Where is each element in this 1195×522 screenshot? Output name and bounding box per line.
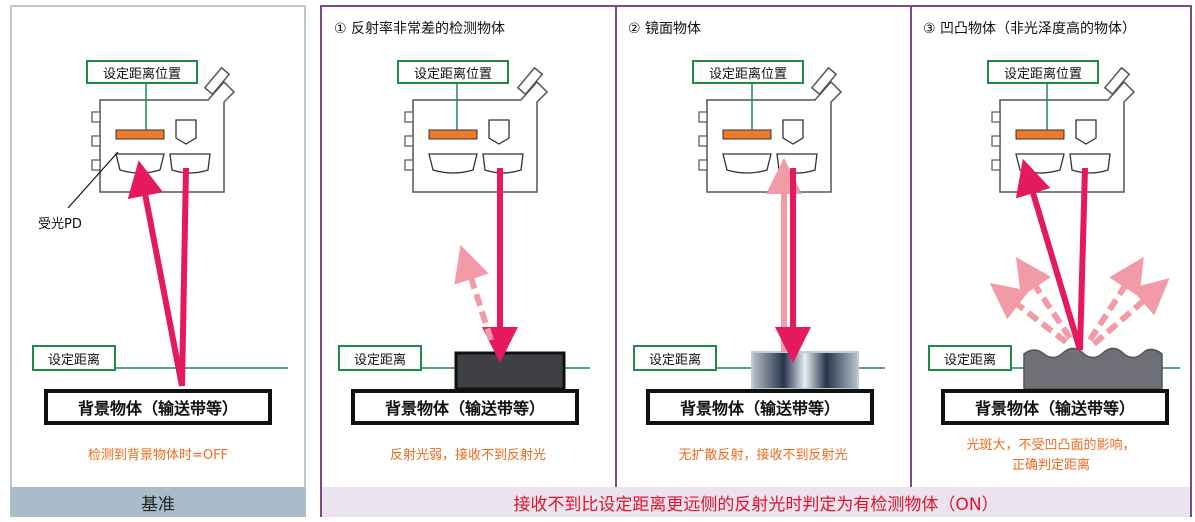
set-distance-label: 设定距离 xyxy=(928,345,1012,371)
sensor-icon xyxy=(404,67,548,193)
set-distance-label: 设定距离 xyxy=(633,345,717,371)
set-position-label: 设定距离位置 xyxy=(86,60,198,84)
panel-title: ① 反射率非常差的检测物体 xyxy=(334,21,506,37)
rough-object xyxy=(1023,347,1163,390)
panel-caption: 反射光弱，接收不到反射光 xyxy=(389,448,546,463)
panel-caption: 检测到背景物体时=OFF xyxy=(87,448,229,463)
set-position-label: 设定距离位置 xyxy=(987,60,1099,84)
panel-caption: 无扩散反射，接收不到反射光 xyxy=(678,448,848,463)
background-object-label: 背景物体（输送带等） xyxy=(646,389,874,425)
reference-footer: 基准 xyxy=(10,487,306,517)
panel-caption-line: 光斑大，不受凹凸面的影响， xyxy=(966,438,1136,453)
background-object-label: 背景物体（输送带等） xyxy=(941,389,1169,425)
set-distance-label: 设定距离 xyxy=(338,345,422,371)
conclusion-footer: 接收不到比设定距离更远侧的反射光时判定为有检测物体（ON） xyxy=(322,487,1190,517)
background-object-label: 背景物体（输送带等） xyxy=(44,389,272,425)
panel-divider xyxy=(615,5,617,487)
set-position-label: 设定距离位置 xyxy=(692,60,804,84)
dark-object xyxy=(454,351,566,391)
sensor-icon xyxy=(698,67,842,193)
panel-title: ② 镜面物体 xyxy=(628,21,702,37)
set-distance-label: 设定距离 xyxy=(32,345,116,371)
background-object-label: 背景物体（输送带等） xyxy=(351,389,579,425)
panel-divider xyxy=(910,5,912,487)
panel-caption-line: 正确判定距离 xyxy=(1011,458,1090,473)
sensor-icon xyxy=(91,67,235,193)
sensor-icon xyxy=(991,67,1135,193)
mirror-object xyxy=(751,351,859,390)
panel-caption: 光斑大，不受凹凸面的影响， 正确判定距离 xyxy=(912,436,1190,476)
receiver-pd-label: 受光PD xyxy=(38,217,82,232)
set-position-label: 设定距离位置 xyxy=(397,60,509,84)
panel-title: ③ 凹凸物体（非光泽度高的物体） xyxy=(923,21,1137,37)
